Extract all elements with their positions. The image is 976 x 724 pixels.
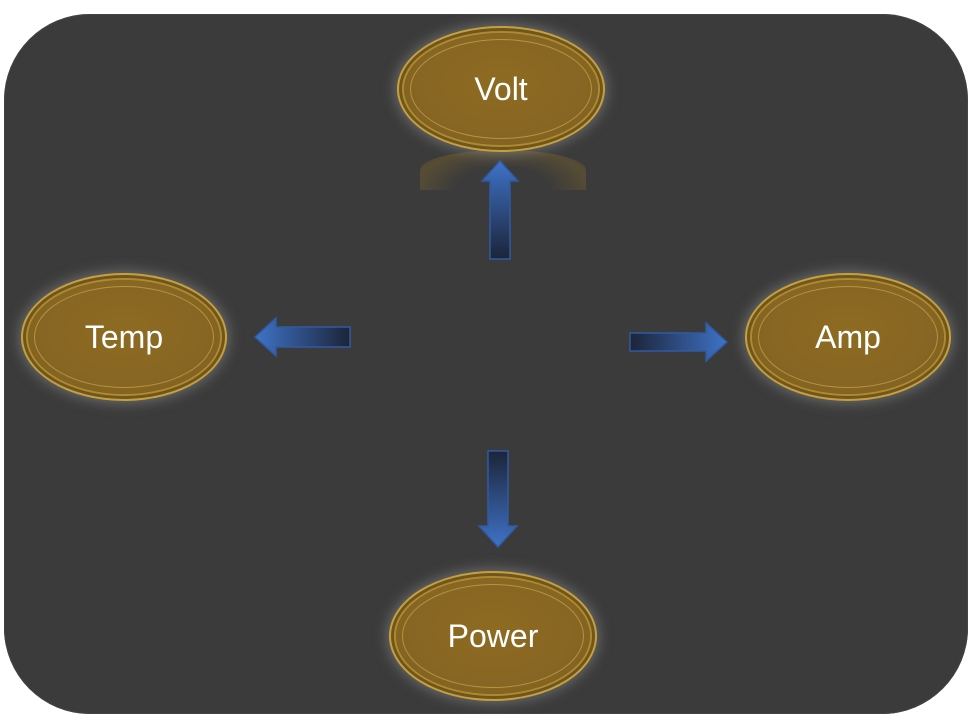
- node-power: Power: [396, 578, 590, 694]
- node-amp: Amp: [752, 280, 944, 394]
- node-volt: Volt: [404, 33, 598, 145]
- node-temp: Temp: [28, 280, 220, 394]
- node-amp-label: Amp: [815, 318, 881, 355]
- node-volt-label: Volt: [474, 70, 528, 107]
- volt-reflection: [420, 150, 586, 190]
- node-power-label: Power: [447, 617, 539, 654]
- node-temp-label: Temp: [84, 318, 164, 355]
